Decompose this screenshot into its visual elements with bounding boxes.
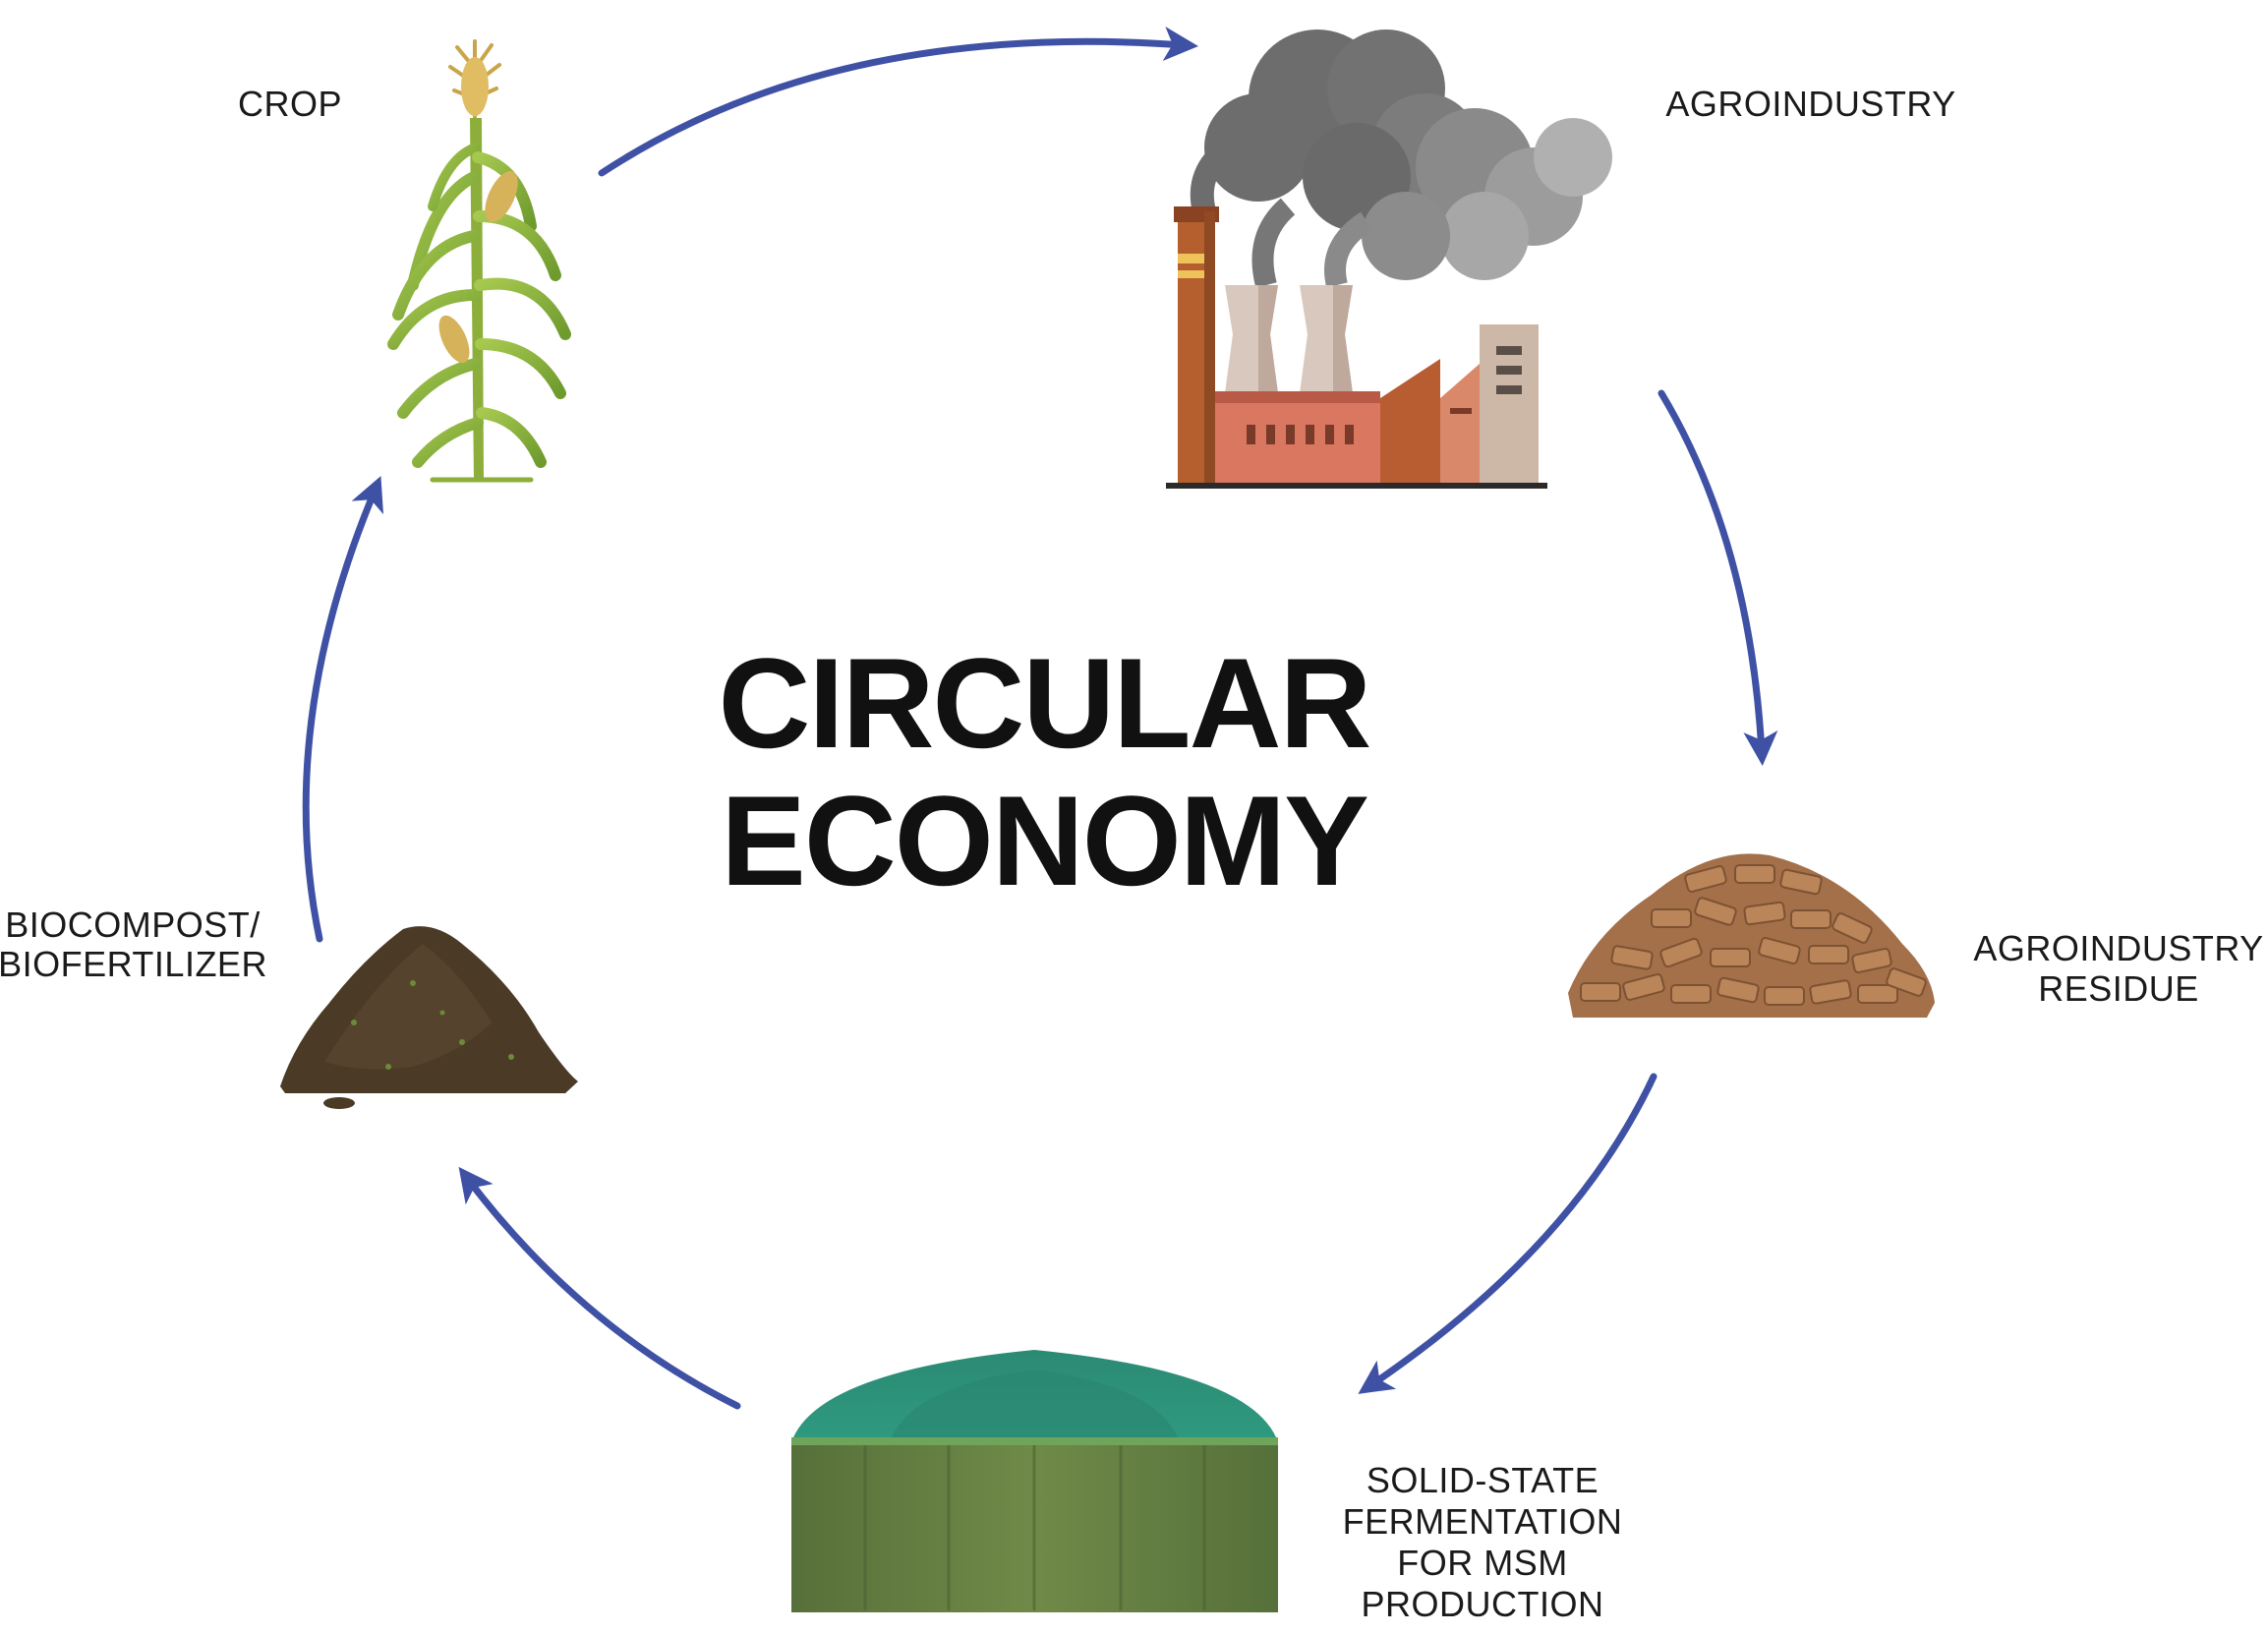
label-biocompost-line-2: BIOFERTILIZER (0, 944, 267, 984)
factory-icon (1166, 29, 1612, 489)
label-residue-line-2: RESIDUE (2038, 968, 2199, 1009)
arrow-fermentation-to-biocompost (458, 1166, 741, 1410)
smoke-cloud-icon (1190, 29, 1612, 288)
label-fermentation-line-3: FOR MSM (1397, 1543, 1567, 1583)
arrow-residue-to-fermentation (1358, 1073, 1657, 1394)
label-fermentation-line-1: SOLID-STATE (1367, 1460, 1599, 1500)
arrow-agroindustry-to-residue (1657, 389, 1778, 766)
label-biocompost-line-1: BIOCOMPOST/ (5, 905, 261, 945)
cycle-arrows (302, 27, 1778, 1410)
residue-pile-icon (1568, 853, 1935, 1018)
label-residue-line-1: AGROINDUSTRY (1973, 928, 2263, 968)
corn-plant-icon (387, 39, 571, 483)
arrow-biocompost-to-crop (302, 476, 384, 943)
title-line-1: CIRCULAR (719, 631, 1370, 775)
label-crop: CROP (238, 84, 342, 124)
fermentation-tank-icon (791, 1350, 1278, 1612)
label-fermentation-line-4: PRODUCTION (1362, 1584, 1604, 1624)
label-agroindustry: AGROINDUSTRY (1665, 84, 1955, 124)
compost-pile-icon (280, 926, 578, 1109)
title-line-2: ECONOMY (721, 769, 1367, 912)
label-fermentation-line-2: FERMENTATION (1343, 1501, 1623, 1542)
arrow-crop-to-agroindustry (598, 27, 1198, 177)
